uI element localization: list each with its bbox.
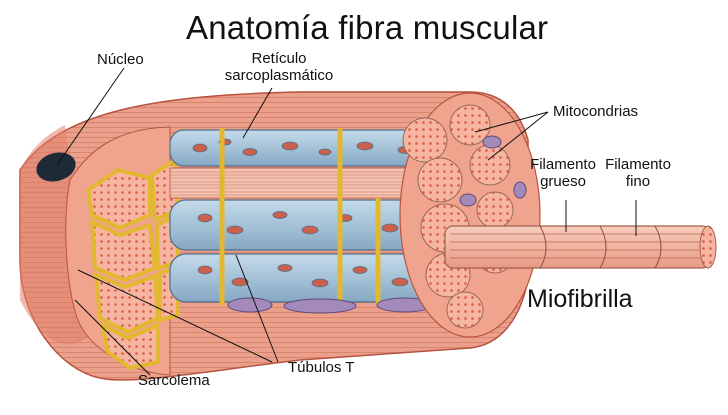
t-tubule-rings bbox=[219, 128, 381, 305]
myofibril-extension bbox=[444, 225, 717, 269]
label-sarcolema: Sarcolema bbox=[138, 372, 210, 389]
label-miofibrilla: Miofibrilla bbox=[527, 285, 633, 313]
label-filamento-grueso-line2: grueso bbox=[540, 172, 586, 190]
label-reticulo-sarcoplasmatico: Retículo sarcoplasmático bbox=[215, 50, 343, 84]
label-tubulos-t: Túbulos T bbox=[288, 359, 355, 376]
label-filamento-grueso: Filamento grueso bbox=[523, 156, 603, 190]
label-filamento-fino: Filamento fino bbox=[600, 156, 676, 190]
mitochondria-end bbox=[459, 135, 527, 254]
label-filamento-grueso-line1: Filamento bbox=[530, 156, 596, 173]
nucleus-shape bbox=[36, 152, 76, 182]
end-myofibrils bbox=[402, 104, 514, 329]
diagram-title: Anatomía fibra muscular bbox=[186, 9, 549, 46]
label-filamento-fino-line1: Filamento bbox=[605, 156, 671, 173]
label-mitocondrias: Mitocondrias bbox=[553, 103, 639, 120]
label-nucleo: Núcleo bbox=[97, 51, 144, 68]
leader-lines bbox=[56, 67, 637, 376]
label-reticulo-line1: Retículo bbox=[251, 50, 307, 67]
label-reticulo-line2: sarcoplasmático bbox=[224, 66, 334, 84]
label-filamento-fino-line2: fino bbox=[625, 172, 651, 190]
